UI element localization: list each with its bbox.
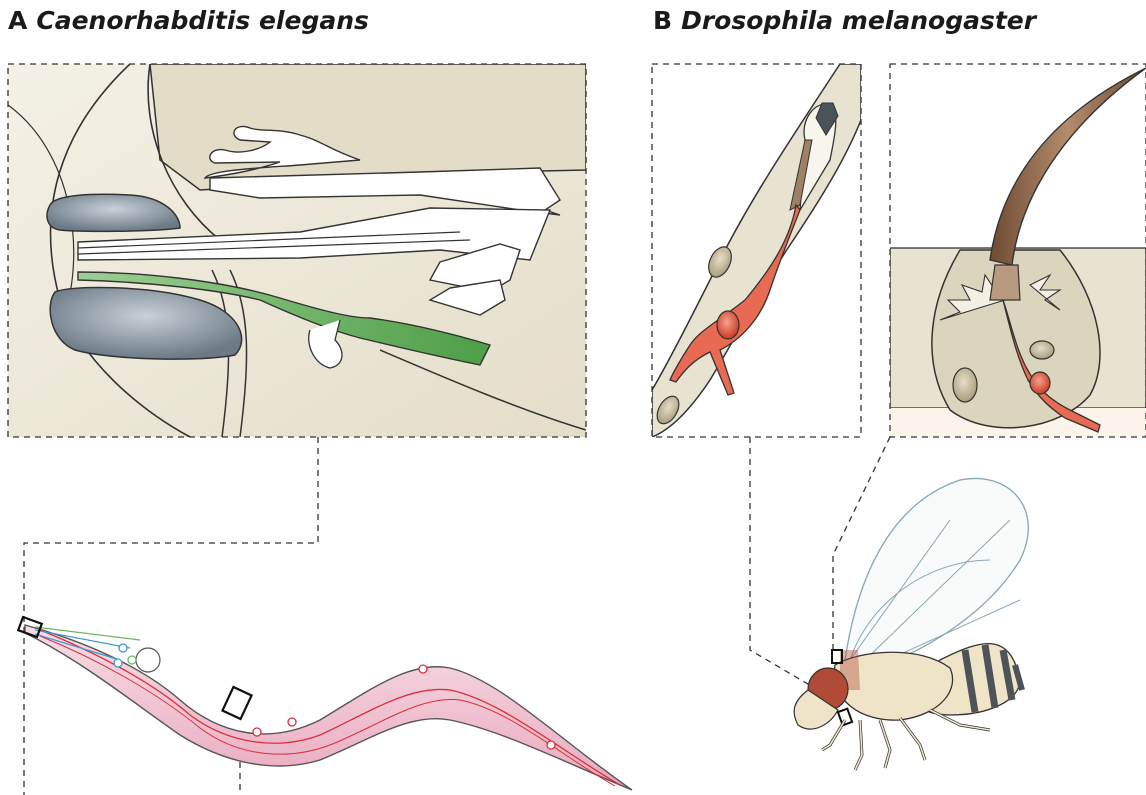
fly-icon bbox=[794, 478, 1028, 770]
worm-body-box bbox=[222, 687, 251, 719]
chordotonal-organ-inset bbox=[652, 64, 861, 437]
amphid-sensilla-inset bbox=[8, 64, 586, 437]
bristle-inset bbox=[890, 64, 1146, 437]
leader-line-b1 bbox=[750, 437, 835, 700]
worm-icon bbox=[18, 617, 632, 790]
